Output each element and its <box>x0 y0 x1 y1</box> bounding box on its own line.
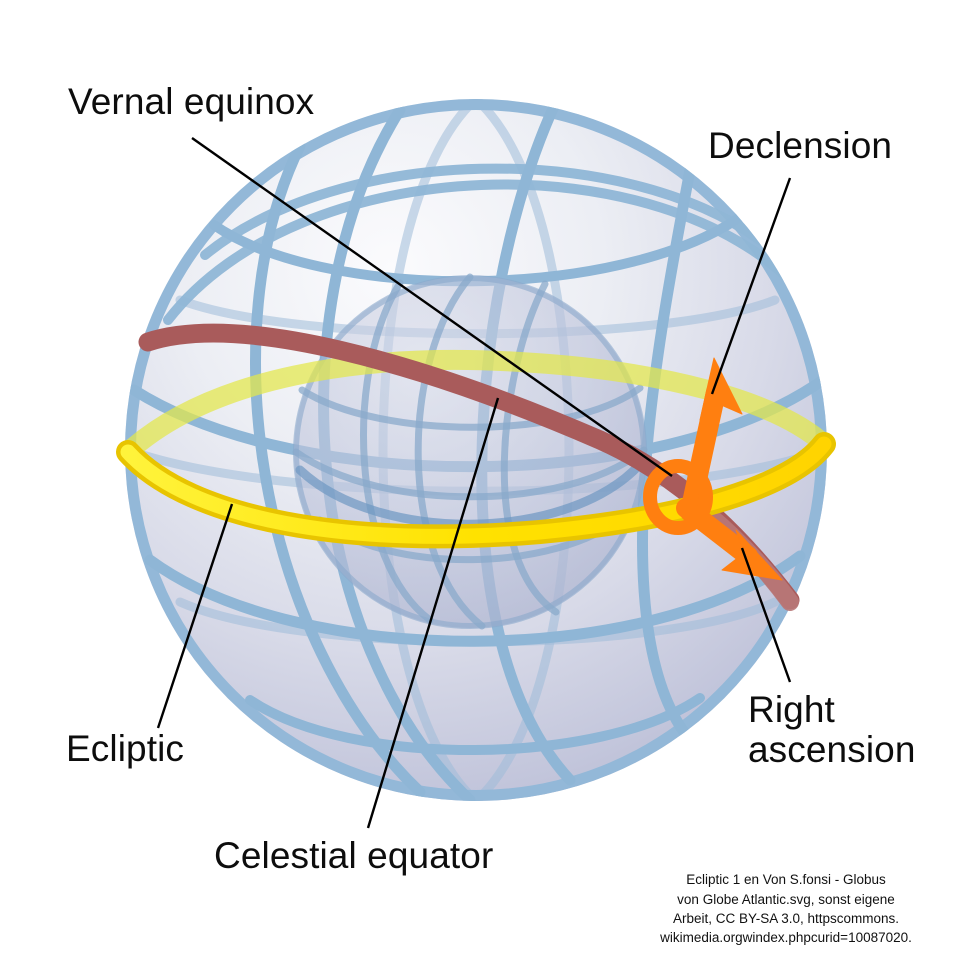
leader-ecliptic <box>156 503 234 729</box>
label-vernal-equinox: Vernal equinox <box>68 81 315 122</box>
label-right-ascension: Right ascension <box>748 689 916 770</box>
leader-right-ascension <box>740 547 792 683</box>
attribution-credit: Ecliptic 1 en Von S.fonsi - Globus von G… <box>660 872 912 945</box>
vernal-equinox-marker[interactable] <box>643 459 713 535</box>
inner-sphere-group <box>292 273 648 630</box>
sphere-grid-dome-arcs <box>163 163 805 325</box>
declension-arrow[interactable] <box>680 357 743 522</box>
leader-celestial-equator <box>366 397 500 829</box>
label-celestial-equator: Celestial equator <box>214 835 494 876</box>
leader-declension <box>710 177 792 395</box>
leader-vernal-equinox <box>191 137 673 477</box>
ecliptic-back-half <box>125 349 827 462</box>
label-declension: Declension <box>708 125 893 166</box>
label-ecliptic: Ecliptic <box>66 728 184 769</box>
ecliptic-great-circle[interactable] <box>116 432 836 549</box>
leader-lines <box>156 137 792 829</box>
